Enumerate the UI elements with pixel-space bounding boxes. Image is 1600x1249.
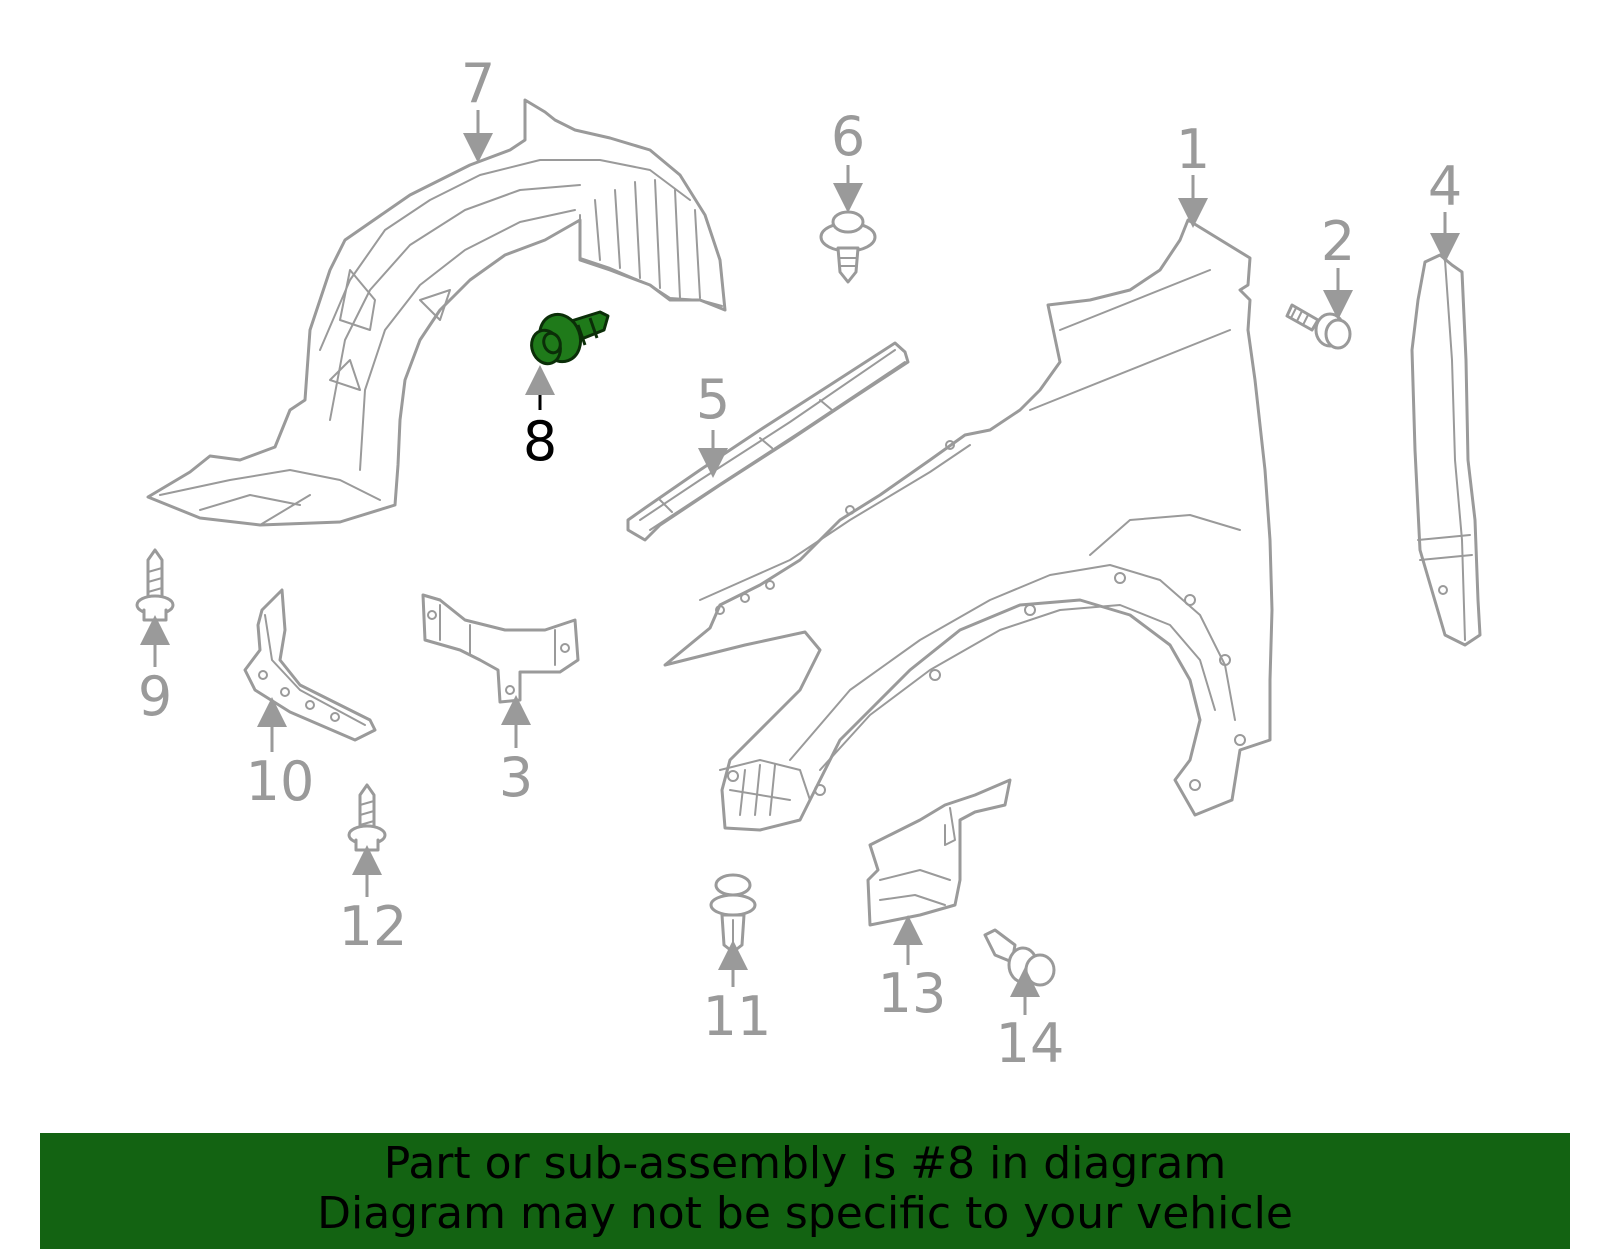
part-6-push-clip[interactable]: [819, 210, 877, 284]
banner-line-disclaimer: Diagram may not be specific to your vehi…: [317, 1188, 1293, 1239]
callout-7: 7: [461, 52, 495, 115]
callout-12: 12: [339, 895, 408, 958]
part-3-bracket[interactable]: [421, 593, 580, 704]
callout-11: 11: [703, 985, 772, 1048]
part-2-bolt[interactable]: [1285, 303, 1352, 350]
callout-arrows: [140, 110, 1460, 1015]
callout-4: 4: [1428, 155, 1462, 218]
part-1-fender[interactable]: [663, 218, 1274, 832]
callout-1: 1: [1176, 118, 1210, 181]
info-banner: Part or sub-assembly is #8 in diagram Di…: [40, 1133, 1570, 1249]
part-8-clip[interactable]: [527, 309, 610, 368]
callout-2: 2: [1321, 210, 1355, 273]
callout-9: 9: [138, 665, 172, 728]
part-12-screw[interactable]: [347, 783, 387, 852]
part-7-fender-liner[interactable]: [146, 98, 727, 527]
callout-13: 13: [878, 962, 947, 1025]
part-13-shield[interactable]: [866, 778, 1012, 927]
part-11-push-clip[interactable]: [709, 873, 757, 954]
part-4-seal[interactable]: [1410, 253, 1482, 647]
part-14-clip[interactable]: [983, 928, 1056, 987]
callout-6: 6: [831, 105, 865, 168]
callout-8: 8: [523, 410, 557, 473]
part-9-screw[interactable]: [135, 548, 175, 622]
banner-line-part-number: Part or sub-assembly is #8 in diagram: [383, 1138, 1227, 1189]
callout-3: 3: [499, 746, 533, 809]
callout-5: 5: [696, 368, 730, 431]
callout-numbers: 1 2 3 4 5 6 7 8 9 10 11 12 13 14: [138, 52, 1462, 1075]
callout-10: 10: [246, 750, 315, 813]
callout-14: 14: [996, 1012, 1065, 1075]
part-10-bracket[interactable]: [243, 588, 377, 742]
